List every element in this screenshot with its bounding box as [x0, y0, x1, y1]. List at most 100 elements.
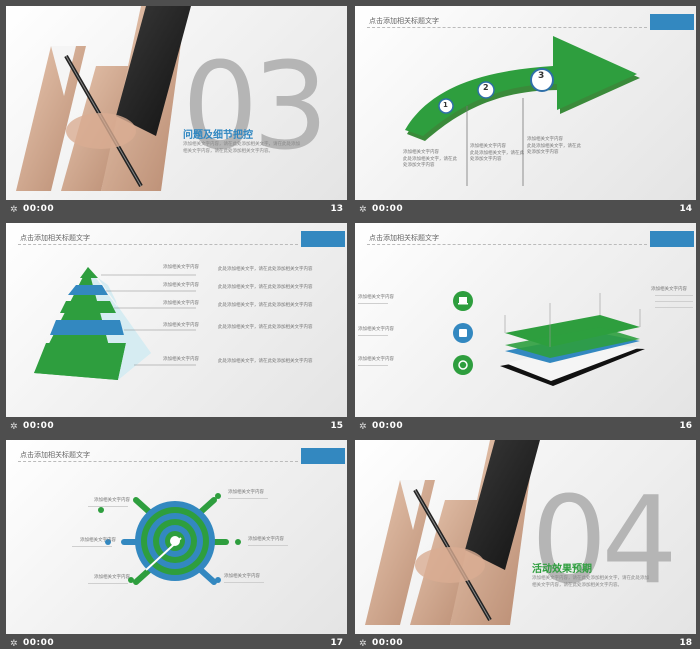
slide-header: 点击添加相关标题文字: [20, 234, 90, 242]
slide-thumbnail-17[interactable]: 点击添加相关标题文字 添加相关文字内容 添加相关文字内容: [6, 440, 347, 649]
pyramid-graphic: [34, 267, 196, 380]
shopping-bag-icon: [453, 323, 473, 343]
slide-time: 00:00: [23, 421, 55, 431]
target-label: 添加相关文字内容: [80, 538, 116, 543]
header-accent-box: [301, 448, 345, 464]
slide-thumbnail-13[interactable]: 03 问题及细节把控 添加相关文字内容，请在此处添加相关文字，请在此处添加相关文…: [6, 6, 347, 220]
section-number: 03: [182, 38, 329, 177]
pyramid-label: 添加相关文字内容: [163, 301, 199, 306]
step-number: 2: [483, 83, 489, 92]
transition-icon: ✲: [10, 205, 18, 215]
slide-14-footer: ✲ 00:00 14: [355, 200, 696, 220]
target-label: 添加相关文字内容: [228, 490, 264, 495]
section-title: 活动效果预期: [532, 564, 592, 575]
text-placeholder: [358, 365, 388, 366]
header-accent-box: [650, 14, 694, 30]
slide-15-footer: ✲ 00:00 15: [6, 417, 347, 437]
transition-icon: ✲: [359, 639, 367, 649]
section-title: 问题及细节把控: [183, 130, 253, 141]
step-number: 1: [443, 101, 448, 109]
text-placeholder: [248, 545, 288, 546]
pyramid-label: 添加相关文字内容: [163, 357, 199, 362]
header-divider: [367, 27, 647, 28]
text-placeholder: [655, 295, 693, 296]
transition-icon: ✲: [359, 205, 367, 215]
caption-text: 此处添加相关文字，请在此处添加文字内容: [470, 151, 524, 162]
slide-number: 17: [330, 638, 343, 648]
text-placeholder: [358, 335, 388, 336]
transition-icon: ✲: [10, 639, 18, 649]
text-placeholder: [655, 301, 693, 302]
caption-text: 此处添加相关文字，请在此处添加文字内容: [527, 144, 581, 155]
slide-number: 16: [679, 421, 692, 431]
caption-text: 此处添加相关文字，请在此处添加文字内容: [403, 157, 457, 168]
slide-18-canvas: 04 活动效果预期 添加相关文字内容，请在此处添加相关文字，请在此处添加相关文字…: [355, 440, 696, 634]
slide-thumbnail-15[interactable]: 点击添加相关标题文字 添加相关文字内容 添加相关文字内容 添加相关文字内容 添加…: [6, 223, 347, 437]
section-number: 04: [531, 472, 678, 611]
pyramid-label: 添加相关文字内容: [163, 283, 199, 288]
pyramid-text: 此处添加相关文字，请在此处添加相关文字内容: [218, 359, 313, 364]
feature-label: 添加相关文字内容: [651, 287, 687, 292]
slide-18-footer: ✲ 00:00 18: [355, 634, 696, 649]
laptop-icon: [453, 291, 473, 311]
slide-thumbnail-16[interactable]: 点击添加相关标题文字 添加相关文字内容 添加相关文字内容 添加相关文字内容: [355, 223, 696, 437]
slide-number: 14: [679, 204, 692, 214]
target-label: 添加相关文字内容: [94, 498, 130, 503]
slide-time: 00:00: [372, 421, 404, 431]
slide-time: 00:00: [23, 638, 55, 648]
target-graphic: [98, 493, 241, 585]
slide-16-canvas: 点击添加相关标题文字 添加相关文字内容 添加相关文字内容 添加相关文字内容: [355, 223, 696, 417]
hand-writing-photo: [365, 440, 540, 625]
slide-time: 00:00: [372, 204, 404, 214]
hand-writing-photo: [16, 6, 191, 191]
header-accent-box: [301, 231, 345, 247]
text-placeholder: [72, 546, 112, 547]
slide-17-footer: ✲ 00:00 17: [6, 634, 347, 649]
growth-arrow-graphic: [405, 36, 640, 186]
transition-icon: ✲: [359, 422, 367, 432]
slide-thumbnail-14[interactable]: 点击添加相关标题文字 1 2 3 添加相关文字内容 此处添加相关文字，请在此处添…: [355, 6, 696, 220]
text-placeholder: [228, 498, 268, 499]
header-divider: [367, 244, 647, 245]
compass-icon: [453, 355, 473, 375]
header-divider: [18, 244, 298, 245]
slide-thumbnail-18[interactable]: 04 活动效果预期 添加相关文字内容，请在此处添加相关文字，请在此处添加相关文字…: [355, 440, 696, 649]
text-placeholder: [88, 506, 128, 507]
slide-17-canvas: 点击添加相关标题文字 添加相关文字内容 添加相关文字内容: [6, 440, 347, 634]
header-divider: [18, 461, 298, 462]
slide-13-footer: ✲ 00:00 13: [6, 200, 347, 220]
pyramid-text: 此处添加相关文字，请在此处添加相关文字内容: [218, 285, 313, 290]
pyramid-label: 添加相关文字内容: [163, 265, 199, 270]
slide-time: 00:00: [23, 204, 55, 214]
slide-time: 00:00: [372, 638, 404, 648]
pyramid-text: 此处添加相关文字，请在此处添加相关文字内容: [218, 303, 313, 308]
target-label: 添加相关文字内容: [224, 574, 260, 579]
slide-number: 18: [679, 638, 692, 648]
target-label: 添加相关文字内容: [248, 537, 284, 542]
section-text: 添加相关文字内容，请在此处添加相关文字，请在此处添加相关文字内容，请在此处添加相…: [532, 576, 649, 588]
transition-icon: ✲: [10, 422, 18, 432]
section-text: 添加相关文字内容，请在此处添加相关文字，请在此处添加相关文字内容，请在此处添加相…: [183, 142, 300, 154]
header-accent-box: [650, 231, 694, 247]
caption-heading: 添加相关文字内容: [403, 150, 439, 155]
pyramid-label: 添加相关文字内容: [163, 323, 199, 328]
pyramid-text: 此处添加相关文字，请在此处添加相关文字内容: [218, 325, 313, 330]
feature-label: 添加相关文字内容: [358, 327, 394, 332]
slide-15-canvas: 点击添加相关标题文字 添加相关文字内容 添加相关文字内容 添加相关文字内容 添加…: [6, 223, 347, 417]
slide-header: 点击添加相关标题文字: [369, 17, 439, 25]
text-placeholder: [358, 303, 388, 304]
pyramid-text: 此处添加相关文字，请在此处添加相关文字内容: [218, 267, 313, 272]
caption-heading: 添加相关文字内容: [470, 144, 506, 149]
feature-label: 添加相关文字内容: [358, 357, 394, 362]
slide-number: 13: [330, 204, 343, 214]
slide-header: 点击添加相关标题文字: [20, 451, 90, 459]
step-number: 3: [538, 71, 545, 81]
slide-14-canvas: 点击添加相关标题文字 1 2 3 添加相关文字内容 此处添加相关文字，请在此处添…: [355, 6, 696, 200]
slide-13-canvas: 03 问题及细节把控 添加相关文字内容，请在此处添加相关文字，请在此处添加相关文…: [6, 6, 347, 200]
slide-number: 15: [330, 421, 343, 431]
slide-header: 点击添加相关标题文字: [369, 234, 439, 242]
text-placeholder: [655, 307, 693, 308]
tablet-layers-graphic: [453, 291, 645, 386]
text-placeholder: [88, 583, 128, 584]
caption-heading: 添加相关文字内容: [527, 137, 563, 142]
